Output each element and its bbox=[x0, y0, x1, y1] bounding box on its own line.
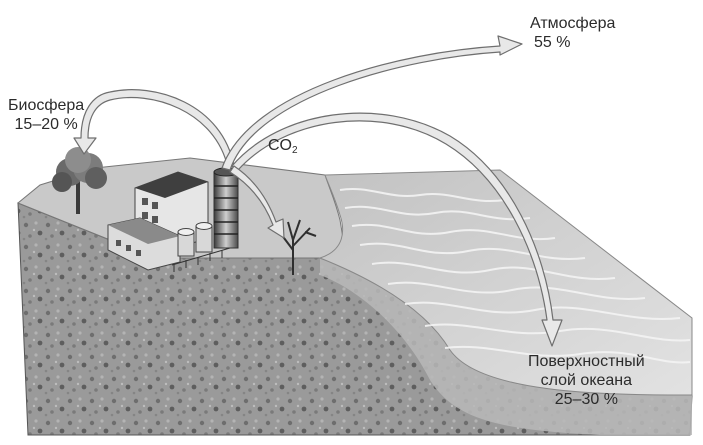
smokestack-icon bbox=[213, 167, 239, 249]
ocean-waves bbox=[339, 188, 691, 364]
arrow-to-ocean bbox=[231, 112, 563, 347]
ocean-front-band bbox=[320, 258, 692, 435]
ocean-value: 25–30 % bbox=[554, 391, 618, 408]
biosphere-value: 15–20 % bbox=[14, 116, 78, 133]
arrow-to-biosphere bbox=[73, 89, 235, 169]
arrow-to-atmosphere bbox=[221, 35, 523, 171]
atmosphere-value: 55 % bbox=[534, 34, 571, 51]
ocean-line1: Поверхностный bbox=[528, 353, 645, 370]
ocean-line2: слой океана bbox=[540, 372, 633, 389]
factory-icon bbox=[107, 171, 231, 272]
co2-subscript: 2 bbox=[292, 145, 298, 156]
co2-formula: CO bbox=[268, 137, 292, 154]
ocean-label: Поверхностный слой океана 25–30 % bbox=[528, 352, 645, 409]
atmosphere-label: Атмосфера 55 % bbox=[530, 14, 615, 52]
atmosphere-name: Атмосфера bbox=[530, 15, 616, 32]
ocean-surface bbox=[318, 169, 693, 396]
arrow-to-bare-tree bbox=[229, 165, 285, 239]
biosphere-label: Биосфера 15–20 % bbox=[8, 96, 84, 134]
co2-label: CO2 bbox=[268, 136, 298, 160]
biosphere-name: Биосфера bbox=[8, 97, 85, 114]
